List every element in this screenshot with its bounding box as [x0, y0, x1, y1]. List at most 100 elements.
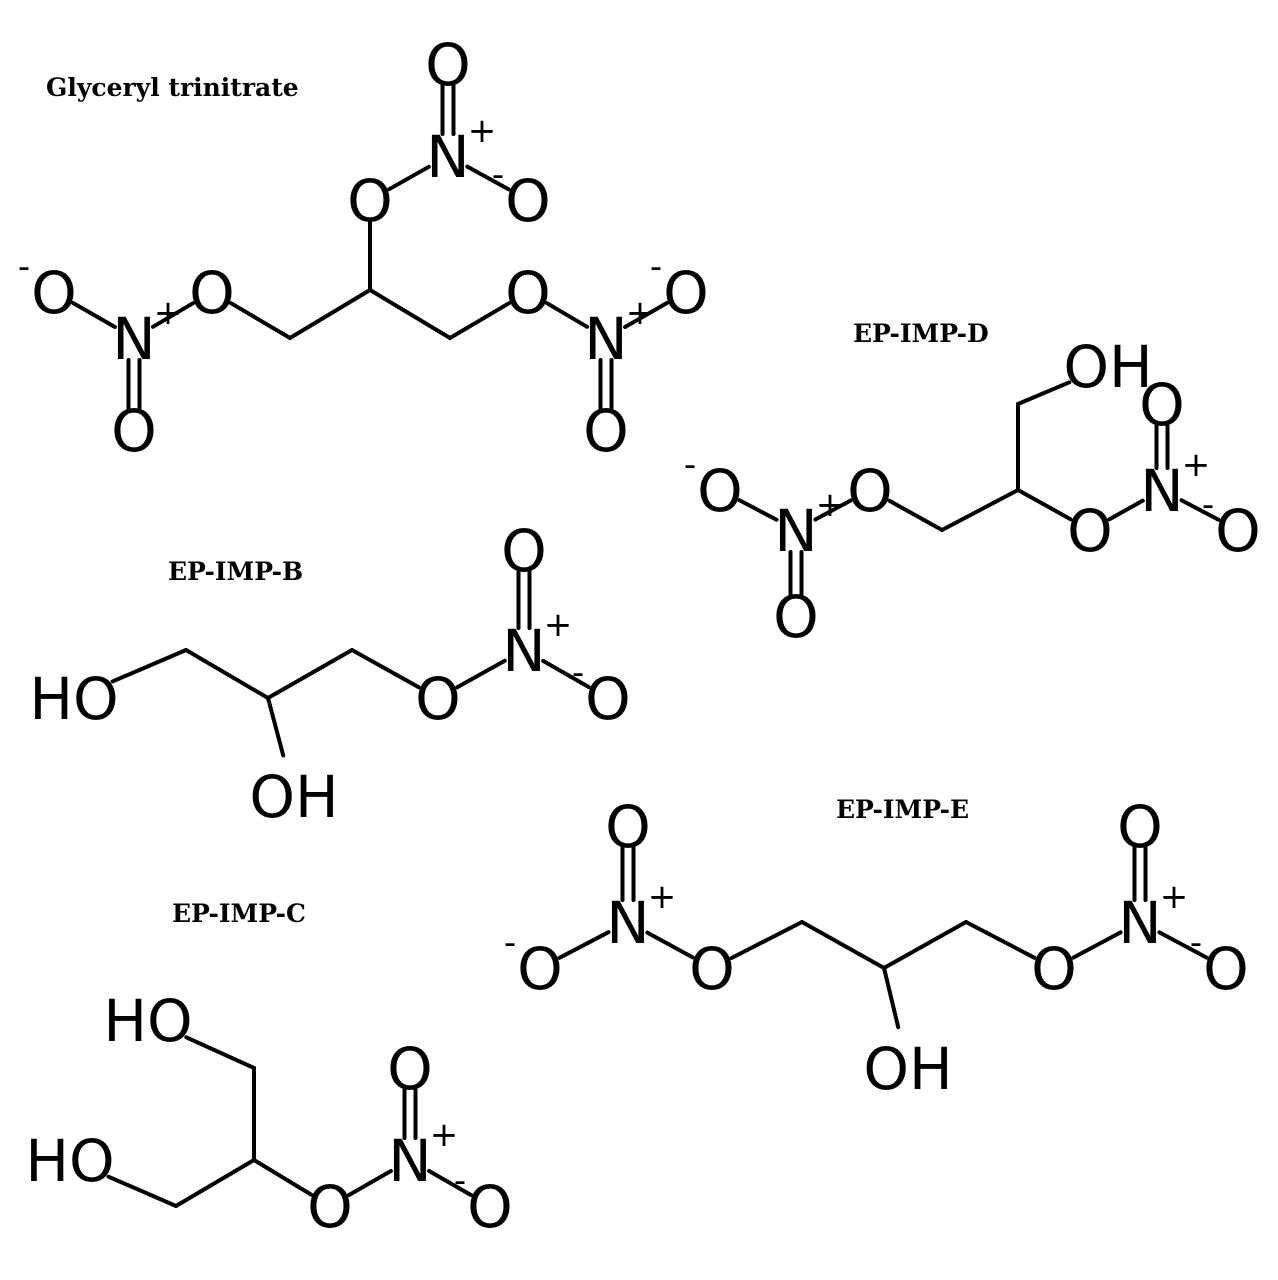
bond-c2-oh [882, 966, 901, 1030]
bond-n3-o3b [1157, 930, 1209, 960]
bond-o-n [455, 658, 507, 690]
atom-o1b-label: O [773, 583, 819, 651]
bond-n3-o3a [623, 300, 669, 330]
atom-oa-label: O [501, 517, 547, 585]
atom-oh-label: OH [863, 1035, 952, 1103]
bond-c3-o [350, 648, 421, 690]
atom-n2-charge: + [468, 111, 497, 151]
atom-n1-charge: + [648, 877, 677, 917]
bond-c1-c2 [800, 920, 886, 970]
bond-o1-n1 [150, 301, 196, 329]
bond-n2-o2b [1179, 498, 1221, 522]
bond-c2-o [252, 1158, 314, 1197]
atom-o3a-charge: - [650, 247, 662, 287]
atom-n2-label: N [426, 123, 469, 191]
bond-n1-o1a [737, 498, 779, 522]
bond-c2-c3 [882, 920, 968, 970]
atom-o3-label: O [505, 259, 551, 327]
bond-o-n [347, 1168, 393, 1198]
bond-c2-o2 [1016, 488, 1073, 522]
caption-ep-imp-d: EP-IMP-D [853, 319, 989, 348]
bond-ho1-c1 [184, 1035, 256, 1070]
atom-o1a-charge: - [18, 247, 30, 287]
atom-o2b-label: O [1215, 497, 1261, 565]
bond-o1-n1 [645, 930, 695, 960]
bond-o3-n3 [544, 301, 590, 329]
atom-n1-charge: + [154, 293, 183, 333]
atom-n-label: N [502, 617, 545, 685]
bond-ho-c1 [110, 648, 188, 684]
atom-o3-label: O [1031, 935, 1077, 1003]
atom-o2-label: O [347, 167, 393, 235]
atom-o2b-charge: - [492, 155, 504, 195]
atom-n-charge: + [430, 1115, 459, 1155]
structure-glyceryl-trinitrate: ON+OO-ON+O-OON+O-O [18, 31, 709, 465]
atom-o3a-label: O [1117, 793, 1163, 861]
atom-o2b-charge: - [1202, 485, 1214, 525]
bond-c1-c2 [184, 648, 270, 700]
atom-o1a-label: O [31, 259, 77, 327]
atom-n3-label: N [1118, 889, 1161, 957]
atom-n1-charge: + [816, 485, 845, 525]
atom-o1-label: O [189, 259, 235, 327]
atom-o3b-label: O [583, 397, 629, 465]
atom-ho2-label: HO [25, 1127, 114, 1195]
bond-c2-c3 [174, 1158, 256, 1208]
atom-o2a-label: O [425, 31, 471, 99]
atom-n-label: N [388, 1127, 431, 1195]
bond-c2-c3 [266, 648, 354, 700]
bond-c1-o1 [887, 498, 944, 532]
atom-o2a-label: O [1139, 371, 1185, 439]
atom-o1-label: O [689, 935, 735, 1003]
atom-o1a-label: O [697, 457, 743, 525]
atom-ho1-label: HO [103, 987, 192, 1055]
bond-c1-o1 [228, 301, 292, 340]
atom-o1a-charge: - [684, 445, 696, 485]
caption-ep-imp-c: EP-IMP-C [172, 899, 306, 928]
bond-n2-o2b [465, 164, 511, 192]
bond-n-ob [541, 658, 591, 690]
caption-glyceryl-trinitrate: Glyceryl trinitrate [46, 73, 299, 102]
bond-c3-ho2 [106, 1174, 178, 1208]
atom-ho-label: HO [29, 665, 118, 733]
atom-o2b-label: O [505, 167, 551, 235]
atom-n1-label: N [606, 889, 649, 957]
bond-o2-n2 [387, 164, 431, 192]
atom-o1b-charge: - [504, 923, 516, 963]
atom-n-charge: + [544, 605, 573, 645]
atom-o1b-label: O [111, 397, 157, 465]
bond-c3-o3 [964, 920, 1037, 960]
atom-o3b-charge: - [1190, 923, 1202, 963]
bond-c1-o1 [729, 920, 804, 960]
bond-o3-n3 [1071, 930, 1123, 960]
bond-c3-o3 [448, 301, 512, 340]
caption-ep-imp-e: EP-IMP-E [836, 795, 969, 824]
atom-oh-label: OH [249, 763, 338, 831]
atom-n2-label: N [1140, 457, 1183, 525]
atom-ob-label: O [467, 1173, 513, 1241]
bond-o2-n2 [1107, 498, 1145, 522]
bond-c1-c2 [288, 288, 372, 340]
bond-c3-oh [1016, 380, 1072, 406]
atom-ob-label: O [585, 665, 631, 733]
atom-o-label: O [307, 1173, 353, 1241]
atom-oa-label: O [387, 1035, 433, 1103]
bond-n1-o1b [557, 930, 611, 960]
atom-n3-charge: + [626, 293, 655, 333]
atom-o3b-label: O [1203, 935, 1249, 1003]
atom-o2-label: O [1067, 497, 1113, 565]
caption-ep-imp-b: EP-IMP-B [168, 557, 303, 586]
atom-o-label: O [415, 665, 461, 733]
bond-c2-oh [266, 696, 286, 758]
atom-n3-label: N [584, 305, 627, 373]
atom-ob-charge: - [454, 1161, 466, 1201]
atom-o3a-label: O [663, 259, 709, 327]
atom-n3-charge: + [1160, 877, 1189, 917]
